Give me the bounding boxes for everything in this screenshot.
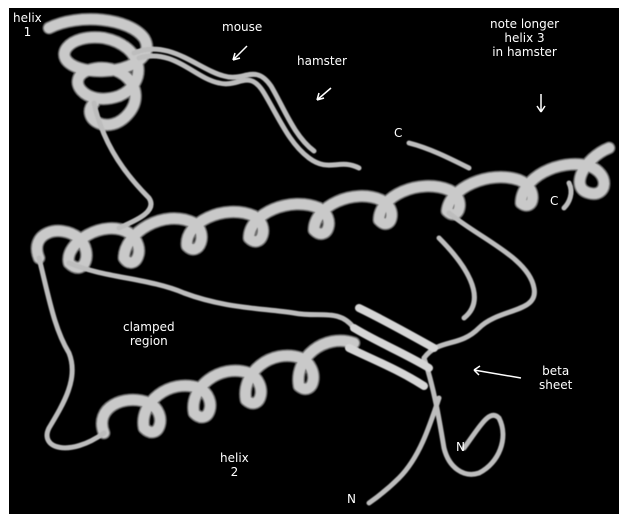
c-terminus-label-top: C [394, 126, 402, 140]
loop-middle [69, 263, 354, 328]
c-terminus-right [564, 183, 571, 208]
arrow-icon [317, 88, 331, 100]
beta-strand-2 [349, 348, 424, 386]
loop-right-b [439, 238, 474, 318]
arrow-icon [233, 46, 247, 60]
helix-1-label-line: helix [13, 11, 42, 25]
note-label: note longer helix 3 in hamster [490, 17, 559, 59]
clamped-region-label: clamped region [123, 320, 175, 348]
protein-structure-figure: helix 1 mouse hamster note longer helix … [9, 8, 619, 514]
helix-1-label-number: 1 [13, 25, 42, 39]
helix-1-label: helix 1 [13, 11, 42, 39]
n-terminus-label-upper: N [456, 440, 465, 454]
ribbon-structure-drawing [9, 8, 619, 514]
arrow-icon [474, 366, 521, 378]
note-label-line-2: helix 3 [490, 31, 559, 45]
c-terminus-top [409, 143, 469, 168]
c-terminus-label-right: C [550, 194, 558, 208]
clamped-region-label-line-2: region [123, 334, 175, 348]
loop-left-down [39, 258, 104, 448]
note-label-line-3: in hamster [490, 45, 559, 59]
n-terminus-lower [369, 398, 439, 503]
note-label-line-1: note longer [490, 17, 559, 31]
beta-sheet-label: beta sheet [539, 364, 572, 392]
hamster-label: hamster [297, 54, 347, 68]
arrow-icon [537, 94, 545, 112]
helix-2-label-line: helix [220, 451, 249, 465]
beta-sheet-label-line-2: sheet [539, 378, 572, 392]
mouse-label: mouse [222, 20, 262, 34]
beta-strand-3 [359, 308, 434, 348]
beta-strand-1 [354, 328, 429, 368]
helix-2-label: helix 2 [220, 451, 249, 479]
n-terminus-upper [424, 358, 503, 474]
n-terminus-label-lower: N [347, 492, 356, 506]
loop-right [424, 213, 534, 358]
clamped-region-label-line-1: clamped [123, 320, 175, 334]
helix-2-label-number: 2 [220, 465, 249, 479]
beta-sheet-label-line-1: beta [539, 364, 572, 378]
